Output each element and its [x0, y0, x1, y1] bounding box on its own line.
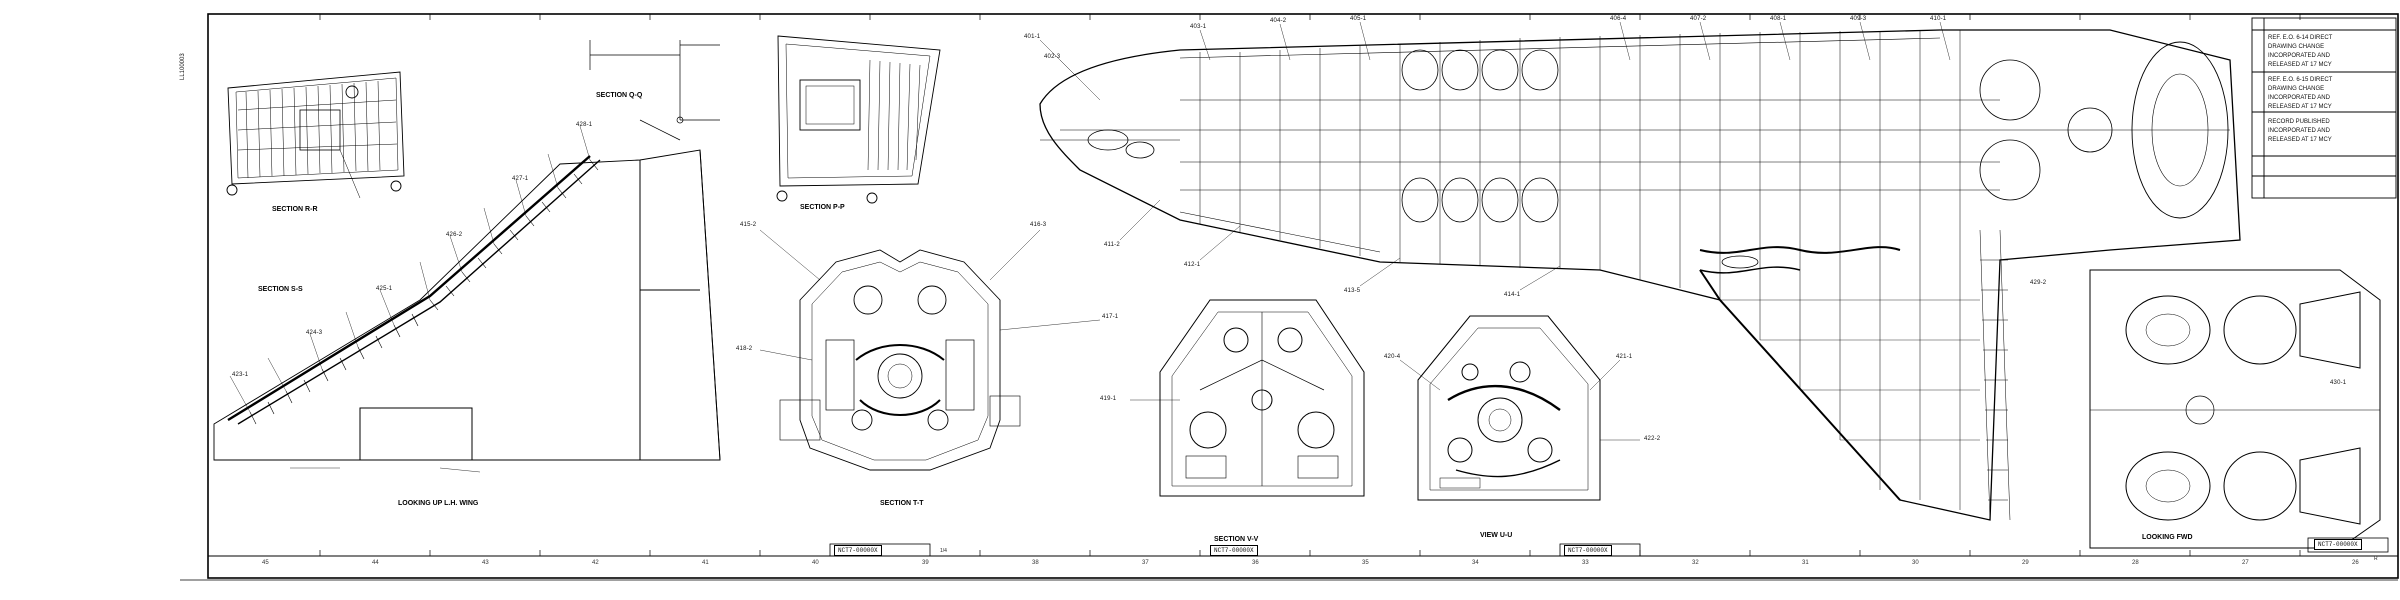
callout-label: 428-1	[576, 122, 593, 128]
revision-line: RELEASED AT 17 MCY	[2268, 104, 2332, 110]
callout-label: 430-1	[2330, 380, 2347, 386]
callout-label: 422-2	[1644, 436, 1661, 442]
callout-label: 407-2	[1690, 16, 1707, 22]
callout-leaders	[759, 21, 1951, 441]
callout-label: 420-4	[1384, 354, 1401, 360]
zone-number: 40	[812, 560, 819, 566]
zone-number: 43	[482, 560, 489, 566]
drawing-number: NCT7-00000X	[834, 545, 882, 556]
zone-number: 28	[2132, 560, 2139, 566]
wing-planform-drawing	[213, 125, 721, 473]
revision-line: RECORD PUBLISHED	[2268, 119, 2330, 125]
revision-line: RELEASED AT 17 MCY	[2268, 62, 2332, 68]
section-tt-title: SECTION T-T	[880, 500, 924, 507]
zone-number: 31	[1802, 560, 1809, 566]
callout-label: 421-1	[1616, 354, 1633, 360]
callout-label: 426-2	[446, 232, 463, 238]
callout-label: 406-4	[1610, 16, 1627, 22]
callout-label: 423-1	[232, 372, 249, 378]
drawing-number: NCT7-00000X	[1564, 545, 1612, 556]
revision-line: INCORPORATED AND	[2268, 53, 2330, 59]
revision-line: INCORPORATED AND	[2268, 128, 2330, 134]
callout-label: 409-3	[1850, 16, 1867, 22]
callout-label: 427-1	[512, 176, 529, 182]
drawing-number: NCT7-00000X	[1210, 545, 1258, 556]
zone-number: 36	[1252, 560, 1259, 566]
section-vv-title: SECTION V-V	[1214, 536, 1259, 543]
callout-label: 418-2	[736, 346, 753, 352]
zone-number: 32	[1692, 560, 1699, 566]
section-pp-title: SECTION P-P	[800, 204, 845, 211]
callout-label: 402-3	[1044, 54, 1061, 60]
section-vv-drawing	[1159, 299, 1365, 497]
zone-number: 44	[372, 560, 379, 566]
callout-label: 413-5	[1344, 288, 1361, 294]
callout-label: 419-1	[1100, 396, 1117, 402]
section-ss-title: SECTION S-S	[258, 286, 303, 293]
zone-number: 42	[592, 560, 599, 566]
callout-label: 410-1	[1930, 16, 1947, 22]
looking-fwd-title: LOOKING FWD	[2142, 534, 2193, 541]
revision-line: DRAWING CHANGE	[2268, 86, 2325, 92]
drawing-number-boxes	[829, 537, 2389, 557]
zone-number: 39	[922, 560, 929, 566]
zone-number: 33	[1582, 560, 1589, 566]
section-qq-title: SECTION Q-Q	[596, 92, 643, 99]
zone-number: 37	[1142, 560, 1149, 566]
callout-label: 425-1	[376, 286, 393, 292]
callout-label: 416-3	[1030, 222, 1047, 228]
zone-number: 38	[1032, 560, 1039, 566]
revision-line: REF. E.O. 6-14 DIRECT	[2268, 35, 2333, 41]
zone-number: 45	[262, 560, 269, 566]
revision-line: INCORPORATED AND	[2268, 95, 2330, 101]
callout-label: 412-1	[1184, 262, 1201, 268]
callout-label: 404-2	[1270, 18, 1287, 24]
callout-label: 401-1	[1024, 34, 1041, 40]
margin-id-label: LL100003	[180, 53, 186, 80]
callout-label: 414-1	[1504, 292, 1521, 298]
zone-number: 41	[702, 560, 709, 566]
callout-label: 405-1	[1350, 16, 1367, 22]
fuselage-profile-drawing	[1039, 29, 2241, 521]
revision-line: REF. E.O. 6-15 DIRECT	[2268, 77, 2333, 83]
section-tt-drawing	[779, 249, 1021, 471]
callout-label: 429-2	[2030, 280, 2047, 286]
sheet-mark: 1/4	[940, 548, 947, 554]
zone-number: 30	[1912, 560, 1919, 566]
callout-label: 403-1	[1190, 24, 1207, 30]
revision-line: RELEASED AT 17 MCY	[2268, 137, 2332, 143]
section-qq-drawing	[589, 40, 720, 141]
sheet-mark: R	[2374, 556, 2378, 562]
zone-number: 26	[2352, 560, 2359, 566]
sheet-border	[207, 13, 2399, 579]
section-rr-drawing	[226, 71, 405, 199]
top-zone-ticks	[319, 14, 2301, 20]
section-pp-drawing	[776, 35, 941, 204]
bottom-zone-ticks	[319, 550, 2301, 556]
view-uu-drawing	[1417, 315, 1601, 501]
drawing-number: NCT7-00000X	[2314, 539, 2362, 550]
callout-label: 424-3	[306, 330, 323, 336]
callout-label: 408-1	[1770, 16, 1787, 22]
zone-number: 34	[1472, 560, 1479, 566]
engine-bay-view-drawing	[2089, 269, 2381, 549]
view-uu-title: VIEW U-U	[1480, 532, 1513, 539]
zone-number: 27	[2242, 560, 2249, 566]
revision-line: DRAWING CHANGE	[2268, 44, 2325, 50]
callout-label: 415-2	[740, 222, 757, 228]
revision-block	[2251, 17, 2397, 199]
looking-up-title: LOOKING UP L.H. WING	[398, 500, 479, 507]
zone-number: 29	[2022, 560, 2029, 566]
callout-label: 417-1	[1102, 314, 1119, 320]
callout-label: 411-2	[1104, 242, 1120, 248]
section-rr-title: SECTION R-R	[272, 206, 318, 213]
zone-number: 35	[1362, 560, 1369, 566]
